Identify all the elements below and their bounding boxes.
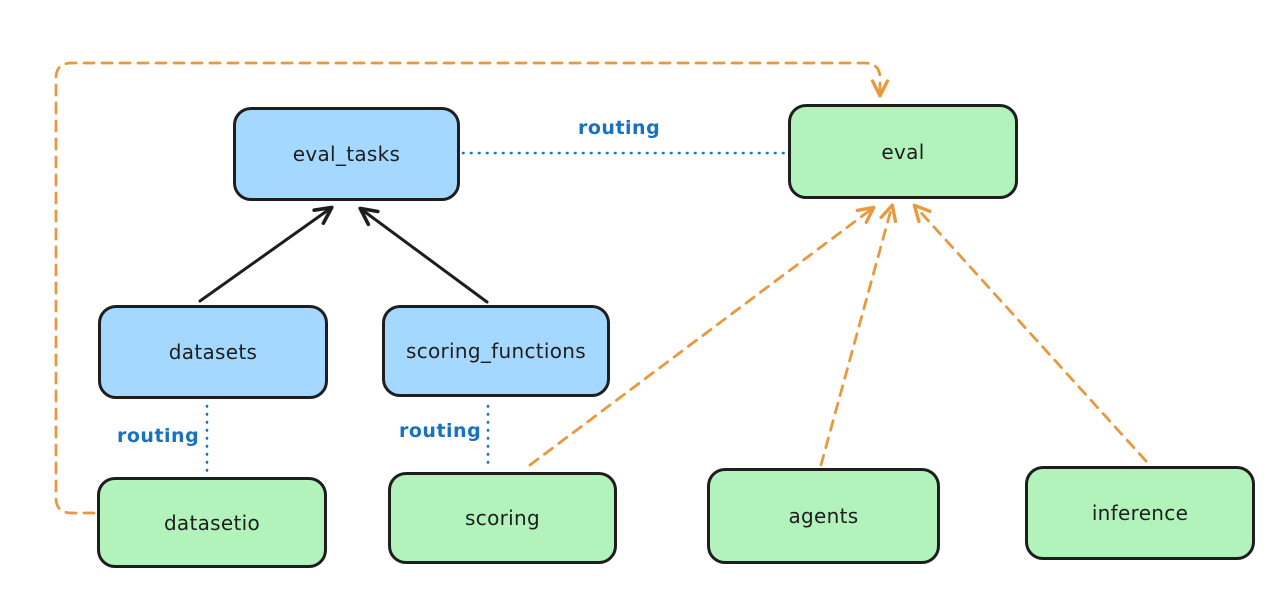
node-eval-tasks: eval_tasks — [233, 107, 460, 201]
node-datasets-label: datasets — [168, 340, 258, 364]
node-scoring-functions-label: scoring_functions — [405, 339, 587, 363]
edge-datasets-to-eval-tasks — [198, 205, 334, 303]
node-scoring-functions: scoring_functions — [382, 305, 610, 397]
node-agents: agents — [707, 468, 940, 564]
node-datasets: datasets — [98, 305, 328, 399]
routing-label-scoring-functions-scoring: routing — [399, 420, 482, 442]
routing-label-datasets-datasetio: routing — [117, 425, 200, 447]
node-agents-label: agents — [788, 504, 859, 528]
node-scoring: scoring — [388, 472, 617, 564]
node-datasetio: datasetio — [97, 477, 327, 568]
node-inference-label: inference — [1091, 501, 1189, 525]
edge-scoring-to-eval — [528, 205, 876, 467]
node-datasetio-label: datasetio — [163, 510, 261, 535]
node-eval: eval — [788, 104, 1018, 199]
edge-agents-to-eval — [819, 203, 898, 467]
routing-label-eval-tasks-eval: routing — [578, 117, 661, 139]
node-scoring-label: scoring — [465, 506, 540, 530]
node-eval-label: eval — [881, 139, 925, 164]
edge-scoring-functions-to-eval-tasks — [358, 206, 489, 304]
node-eval-tasks-label: eval_tasks — [292, 142, 401, 166]
edge-inference-to-eval — [912, 203, 1148, 463]
node-inference: inference — [1025, 466, 1255, 560]
edge-datasetio-to-eval — [54, 61, 890, 515]
